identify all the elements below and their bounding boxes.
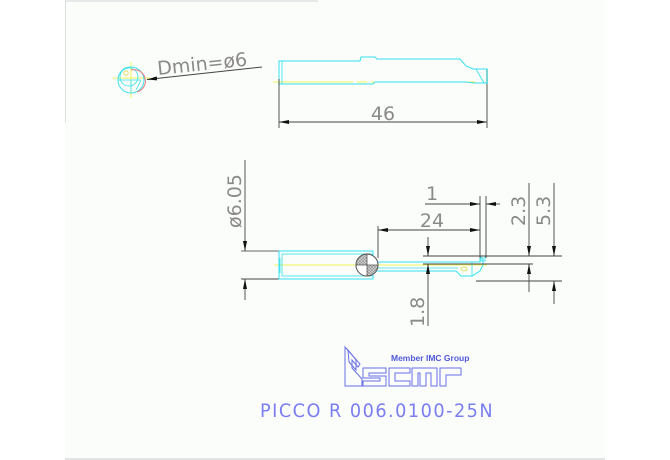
logo-tagline: Member IMC Group: [391, 353, 469, 363]
side-view-tool: [241, 250, 487, 280]
dim-24-text: 24: [420, 210, 444, 232]
end-view-red-arc: [130, 69, 146, 93]
sheet-border-top: [66, 0, 318, 2]
dmin-label: Dmin=ø6: [156, 49, 248, 80]
part-number: PICCO R 006.0100-25N: [260, 400, 495, 422]
sheet-border-left: [65, 0, 66, 123]
dim-5-3-text: 5.3: [533, 196, 555, 226]
shank-diameter-text: ø6.05: [224, 174, 246, 228]
end-view: [113, 62, 150, 98]
iscar-logo-mark: [344, 345, 462, 387]
dim-1-text: 1: [426, 183, 438, 205]
dim-2-3-text: 2.3: [508, 196, 530, 226]
top-view-outline: [278, 56, 488, 85]
dmin-leader: [146, 66, 263, 81]
side-view-neck: [373, 257, 484, 277]
dim-1-8-text: 1.8: [407, 297, 429, 327]
sheet-border-bottom: [65, 458, 605, 460]
length-dimension-text: 46: [371, 103, 395, 125]
top-view-tool: [273, 56, 488, 85]
